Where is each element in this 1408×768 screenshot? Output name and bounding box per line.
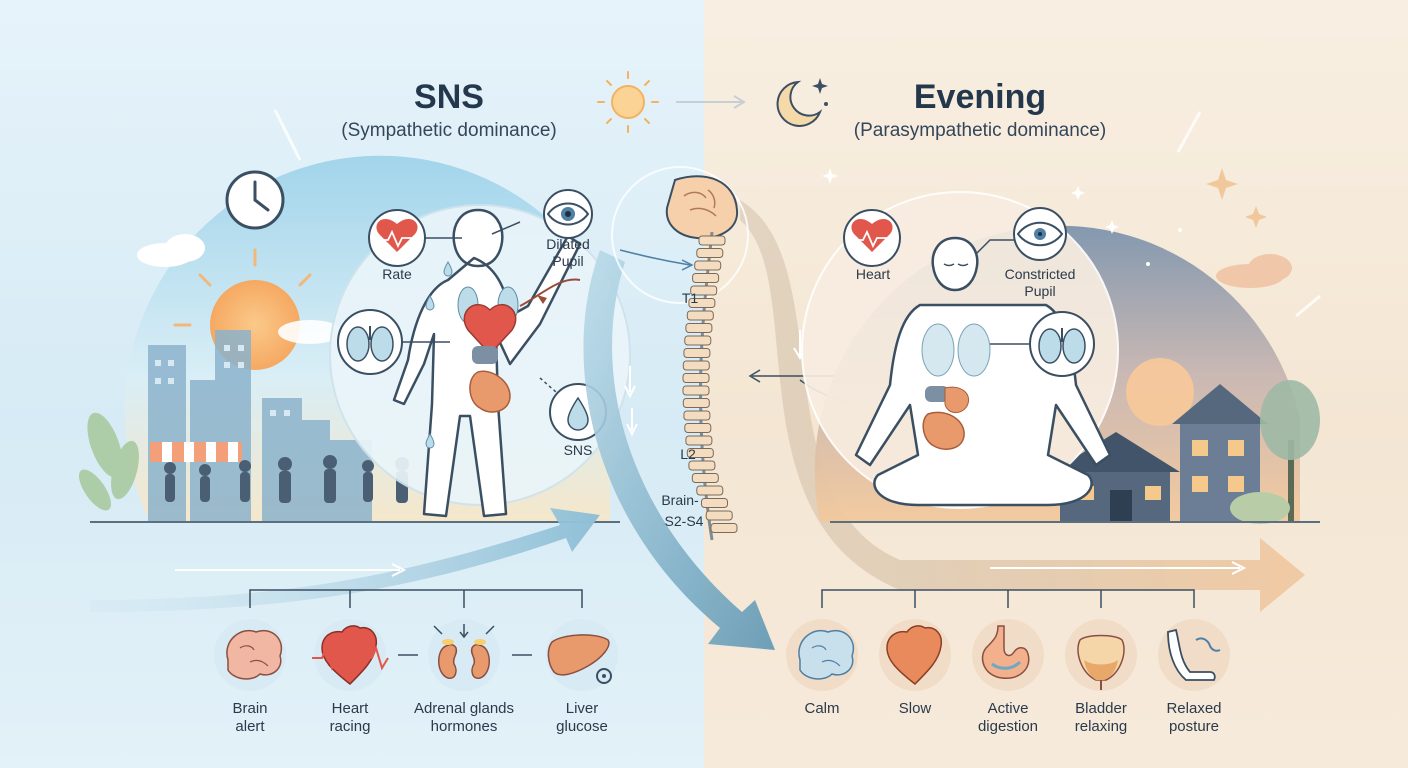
moon-icon bbox=[776, 80, 823, 127]
sns-effect-2-line2: racing bbox=[329, 718, 371, 735]
spine-brain-label: Brain- bbox=[661, 492, 699, 508]
pns-title: Evening bbox=[913, 78, 1047, 116]
vertebra bbox=[683, 348, 711, 358]
effects-brackets bbox=[249, 589, 1195, 656]
heart-icon bbox=[879, 619, 951, 691]
vertebra bbox=[685, 323, 713, 333]
sns-body-panel bbox=[329, 189, 631, 518]
vertebra bbox=[682, 385, 710, 396]
vertebra bbox=[701, 498, 728, 508]
pns-effect-icons bbox=[786, 619, 1230, 691]
sun-icon bbox=[611, 85, 645, 119]
pns-effect-5-line1: Relaxed bbox=[1166, 700, 1222, 717]
lungs-icon bbox=[337, 309, 403, 375]
intestine-icon bbox=[469, 370, 511, 413]
vertebra bbox=[690, 285, 718, 296]
vertebra bbox=[694, 260, 722, 271]
vertebra bbox=[696, 248, 724, 258]
clock-icon bbox=[225, 170, 285, 230]
pns-effect-4-line2: relaxing bbox=[1074, 718, 1128, 735]
vertebra bbox=[686, 448, 714, 458]
spine-t1-label: T1 bbox=[681, 290, 699, 306]
sns-title: SNS bbox=[414, 78, 484, 116]
brain-icon bbox=[786, 619, 858, 691]
pns-effect-3-line2: digestion bbox=[977, 718, 1039, 735]
pns-eye-label-1: Constricted bbox=[1004, 266, 1076, 282]
kidney-icon bbox=[428, 619, 500, 691]
sns-eye-label-2: Pupil bbox=[552, 253, 584, 269]
vertebra bbox=[685, 435, 713, 446]
bladder-icon bbox=[1065, 619, 1137, 691]
pns-eye-label-2: Pupil bbox=[1024, 283, 1056, 299]
vertebra bbox=[682, 373, 710, 383]
vertebra bbox=[684, 335, 712, 346]
sns-heart-label: Rate bbox=[382, 266, 412, 282]
sns-effect-1-line2: alert bbox=[235, 718, 265, 735]
eye-icon bbox=[1013, 207, 1067, 261]
brain-icon bbox=[665, 175, 739, 240]
posture-icon bbox=[1158, 619, 1230, 691]
heart-rate-icon bbox=[368, 209, 426, 267]
liver-icon bbox=[546, 619, 618, 691]
vertebra bbox=[705, 510, 733, 521]
spine-sacral-label: S2-S4 bbox=[664, 513, 704, 529]
vertebra bbox=[683, 410, 711, 421]
sns-effect-4-line2: glucose bbox=[556, 718, 608, 735]
vertebra bbox=[684, 423, 712, 433]
sns-effect-4-line1: Liver bbox=[565, 700, 599, 717]
spine-diagram bbox=[611, 166, 749, 541]
vertebra bbox=[688, 298, 716, 308]
heart-calm-icon bbox=[843, 209, 901, 267]
eye-icon bbox=[543, 189, 593, 239]
day-to-night-header bbox=[597, 71, 828, 133]
pns-effect-4-line1: Bladder bbox=[1075, 700, 1127, 717]
vertebra bbox=[692, 273, 720, 283]
sns-effect-3-line1: Adrenal glands bbox=[413, 700, 515, 717]
pns-subtitle: (Parasympathetic dominance) bbox=[853, 120, 1107, 141]
vertebra bbox=[688, 460, 716, 471]
vertebra bbox=[710, 523, 738, 533]
sns-drop-label: SNS bbox=[563, 442, 593, 458]
vertebra bbox=[691, 473, 719, 483]
lungs-icon bbox=[1029, 311, 1095, 377]
pns-effect-3-line1: Active bbox=[987, 700, 1029, 717]
sns-effect-2-line1: Heart bbox=[331, 700, 369, 717]
sns-effect-3-line2: hormones bbox=[430, 718, 498, 735]
vertebra bbox=[686, 310, 714, 321]
pns-heart-label: Heart bbox=[855, 266, 891, 282]
sns-eye-label-1: Dilated bbox=[546, 236, 590, 252]
sns-effect-icons bbox=[214, 619, 618, 691]
vertebra bbox=[682, 360, 710, 371]
brain-icon bbox=[214, 619, 286, 691]
pns-effect-5-line2: posture bbox=[1168, 718, 1220, 735]
intestine-icon bbox=[922, 411, 965, 450]
spine-l2-label: L2 bbox=[680, 446, 696, 462]
flow-arrows bbox=[90, 200, 1305, 650]
sns-subtitle: (Sympathetic dominance) bbox=[341, 120, 557, 141]
vertebra bbox=[682, 398, 710, 408]
vertebra bbox=[696, 485, 724, 496]
stomach-icon bbox=[972, 619, 1044, 691]
pns-body-panel bbox=[801, 191, 1119, 509]
pns-effect-2-line1: Slow bbox=[898, 700, 932, 717]
heart-icon bbox=[312, 619, 389, 691]
vertebra bbox=[698, 235, 726, 246]
pns-effect-1-line1: Calm bbox=[804, 700, 840, 717]
sns-effect-1-line1: Brain bbox=[232, 700, 268, 717]
